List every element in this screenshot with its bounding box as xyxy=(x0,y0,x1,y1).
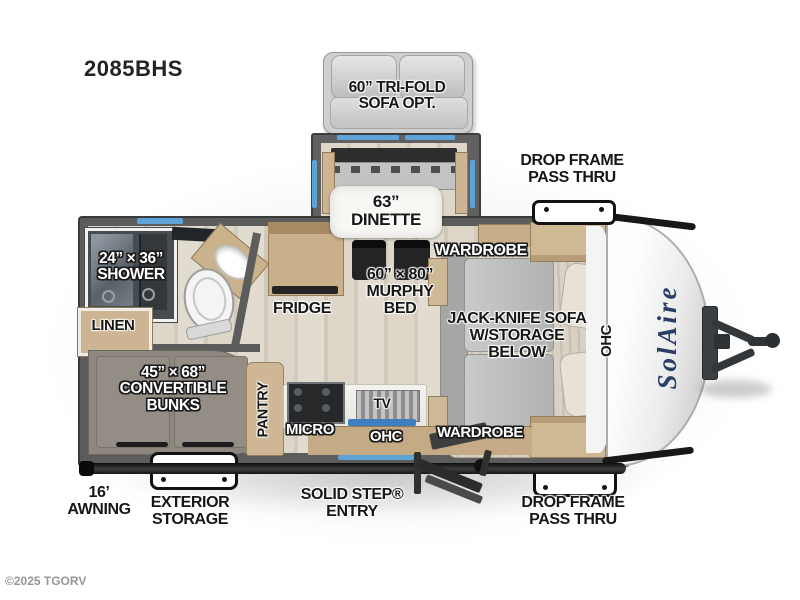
tv-label: TV xyxy=(373,395,391,411)
window-top-wall xyxy=(137,218,183,224)
awning-label: 16’AWNING xyxy=(67,484,131,518)
dinette-label: 63”DINETTE xyxy=(351,192,421,230)
slide-window-right xyxy=(470,160,475,208)
hitch-coupler xyxy=(765,333,780,348)
pantry-label: PANTRY xyxy=(255,381,272,438)
dinette-table-back xyxy=(331,148,457,162)
kitchen-ohc-cabinet xyxy=(308,426,532,455)
trifold-sofa-cushion-right xyxy=(399,55,465,99)
wardrobe-bottom-label: WARDROBE xyxy=(437,424,523,441)
awning-rail-endcap xyxy=(79,461,94,476)
slide-window-top-left xyxy=(337,135,399,140)
jackknife-sofa-cushion-top xyxy=(464,258,554,352)
fridge-cabinet-top xyxy=(268,222,342,234)
slide-window-top-right xyxy=(405,135,455,140)
wardrobe-top-label: WARDROBE xyxy=(435,242,527,259)
dinette-side-right xyxy=(455,152,468,214)
sink-cover xyxy=(348,419,416,426)
ohc-kitchen-label: OHC xyxy=(369,428,403,445)
dinette-chair-left xyxy=(352,240,386,280)
slide-window-left xyxy=(312,160,317,208)
dinette-bench-trim xyxy=(331,166,457,173)
stove-burner-4 xyxy=(322,404,330,412)
shower-label: 24” × 36”SHOWER xyxy=(97,250,165,284)
bunk-pad-left xyxy=(96,356,170,448)
page-title: 2085BHS xyxy=(84,56,183,81)
trifold-sofa-seat xyxy=(330,97,468,129)
dinette-chair-right xyxy=(394,240,430,280)
trifold-sofa-cushion-left xyxy=(331,55,397,99)
drop-frame-door-top xyxy=(532,200,616,225)
bath-wall-bottom xyxy=(88,344,260,352)
dinette-label-card xyxy=(330,186,442,238)
linen-label: LINEN xyxy=(91,317,135,334)
bunk-rail-left xyxy=(116,442,168,447)
window-bottom-wall-mid xyxy=(338,455,414,460)
stove-burner-3 xyxy=(294,404,302,412)
linen-cabinet xyxy=(78,308,152,356)
hitch-tongue xyxy=(748,337,770,346)
hitch-shadow xyxy=(700,380,772,398)
stove-burner-1 xyxy=(294,388,302,396)
bunk-pad-right xyxy=(174,356,248,448)
awning-rail xyxy=(84,463,626,474)
stove-burner-2 xyxy=(322,388,330,396)
fridge-vent xyxy=(272,286,338,294)
micro-label: MICRO xyxy=(286,421,334,438)
entry-step-rail-left xyxy=(414,452,421,494)
bedside-cabinet-top xyxy=(428,258,448,306)
brand-logo: SolAire xyxy=(652,284,682,390)
ohc-front-label: OHC xyxy=(598,324,616,358)
watermark: ©2025 TGORV xyxy=(5,574,87,588)
bunk-rail-right xyxy=(182,442,234,447)
shower-drain-right xyxy=(142,288,155,301)
hitch-jack xyxy=(714,334,730,349)
solid-step-label: SOLID STEP®ENTRY xyxy=(300,486,404,520)
shower-drain-left xyxy=(102,290,115,303)
fridge-label: FRIDGE xyxy=(272,300,332,317)
